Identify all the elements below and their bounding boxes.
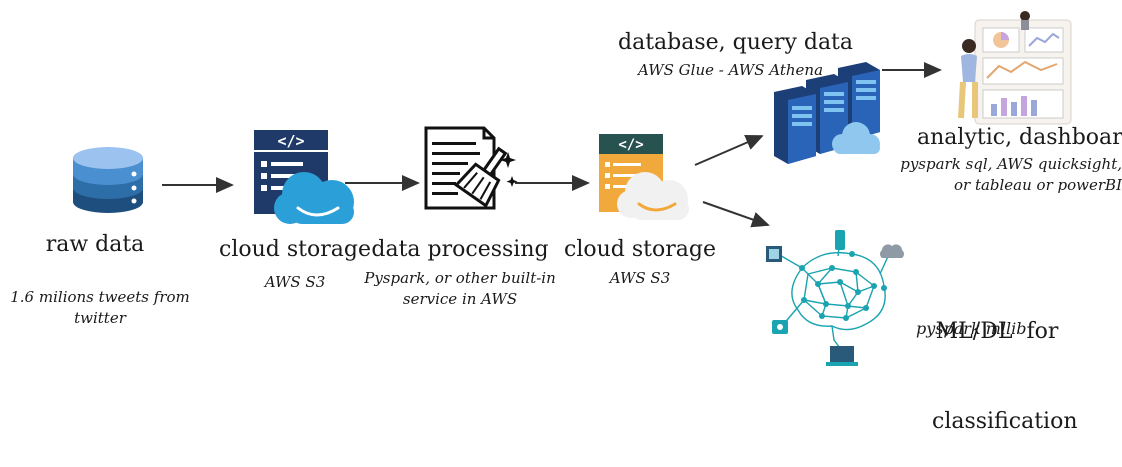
ai-brain-network-icon bbox=[766, 230, 904, 366]
database-icon bbox=[73, 147, 143, 213]
ml-title: ML/DL for classification bbox=[932, 257, 1078, 467]
cloud-storage-icon: </> bbox=[254, 130, 354, 224]
svg-text:</>: </> bbox=[618, 137, 643, 153]
storage2-service: AWS S3 bbox=[609, 269, 671, 287]
ml-note: pyspark mllib bbox=[916, 319, 1027, 338]
analytics-title: analytic, dashboard bbox=[917, 125, 1122, 150]
processing-note-line1: Pyspark, or other built-in bbox=[364, 269, 556, 287]
processing-title: data processing bbox=[371, 237, 549, 262]
flow-arrows bbox=[162, 62, 942, 228]
document-cleanup-icon bbox=[424, 126, 518, 210]
raw-data-title: raw data bbox=[45, 232, 145, 257]
analytics-note: pyspark sql, AWS quicksight, or tableau … bbox=[900, 154, 1122, 196]
raw-data-note-line2: twitter bbox=[74, 309, 126, 327]
cloud-storage-icon: </> bbox=[599, 134, 689, 220]
analytics-note-line1: pyspark sql, AWS quicksight, bbox=[900, 155, 1122, 173]
storage1-service: AWS S3 bbox=[264, 273, 326, 291]
processing-note-line2: service in AWS bbox=[402, 290, 518, 308]
server-rack-icon bbox=[774, 62, 880, 164]
arrow-storage-to-database bbox=[694, 135, 764, 166]
arrow-storage-to-ml bbox=[702, 201, 770, 228]
processing-note: Pyspark, or other built-in service in AW… bbox=[355, 268, 565, 310]
raw-data-note: 1.6 milions tweets from twitter bbox=[0, 287, 200, 329]
analytics-note-line2: or tableau or powerBI bbox=[953, 176, 1122, 194]
database-title: database, query data bbox=[618, 30, 854, 55]
database-service: AWS Glue - AWS Athena bbox=[638, 61, 824, 79]
storage2-title: cloud storage bbox=[564, 237, 716, 262]
svg-text:</>: </> bbox=[277, 132, 304, 150]
ml-title-line2: classification bbox=[932, 409, 1078, 434]
raw-data-note-line1: 1.6 milions tweets from bbox=[10, 288, 190, 306]
ml-title-line1: ML/DL for bbox=[935, 319, 1059, 344]
dashboard-illustration-icon bbox=[958, 11, 1072, 125]
storage1-title: cloud storage bbox=[219, 237, 371, 262]
